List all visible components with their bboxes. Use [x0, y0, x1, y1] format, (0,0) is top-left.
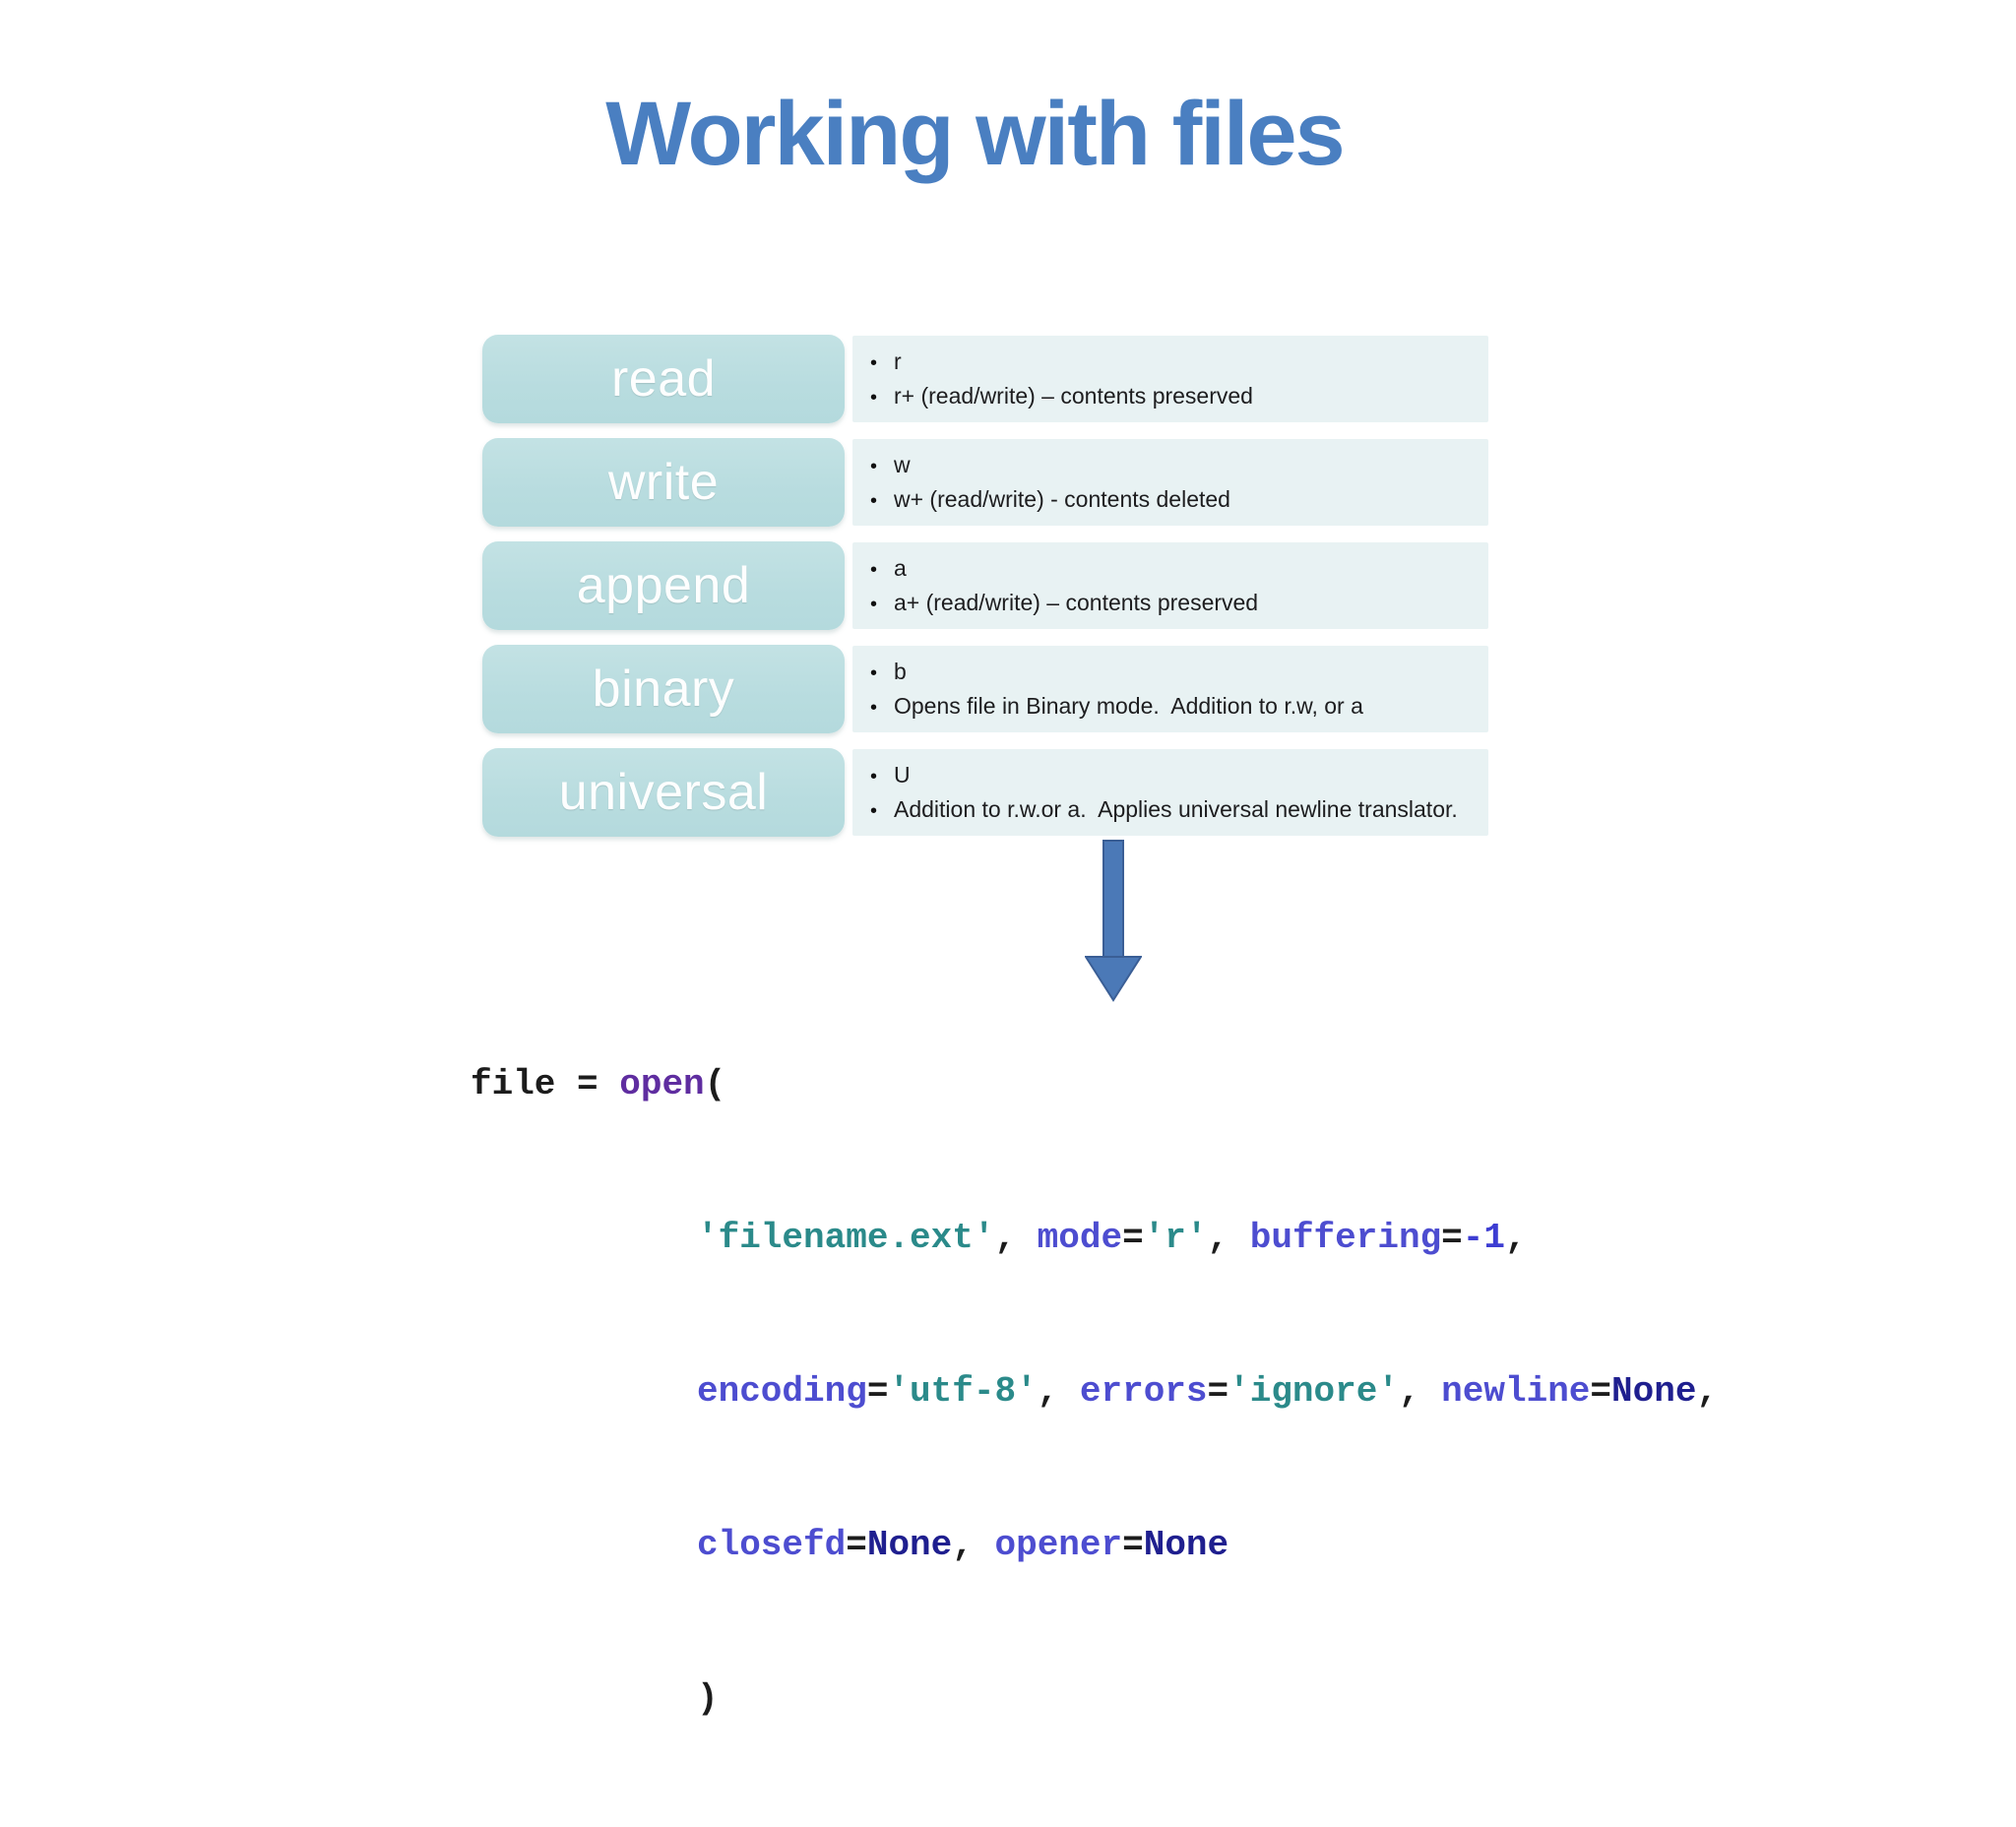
code-token-plain: =: [1441, 1218, 1463, 1258]
code-token-plain: ,: [1505, 1218, 1527, 1258]
code-token-arg: errors: [1079, 1371, 1208, 1412]
code-token-plain: ,: [952, 1525, 995, 1565]
mode-panel-universal: U Addition to r.w.or a. Applies universa…: [852, 749, 1488, 836]
code-token-num: -1: [1462, 1218, 1505, 1258]
mode-panel-binary: b Opens file in Binary mode. Addition to…: [852, 646, 1488, 732]
bullet-line: Addition to r.w.or a. Applies universal …: [870, 795, 1488, 825]
bullet-line: r+ (read/write) – contents preserved: [870, 382, 1488, 411]
mode-box-binary: binary: [482, 645, 845, 733]
mode-label: write: [607, 454, 720, 511]
code-token-plain: =: [846, 1525, 867, 1565]
bullet-line: w: [870, 451, 1488, 480]
bullet-text: w: [894, 451, 911, 477]
bullet-line: Opens file in Binary mode. Addition to r…: [870, 692, 1488, 722]
bullet-icon: [870, 451, 894, 480]
code-token-plain: ,: [1207, 1218, 1250, 1258]
bullet-text: Addition to r.w.or a. Applies universal …: [894, 795, 1458, 822]
code-block: file = open( 'filename.ext', mode='r', b…: [471, 957, 1718, 1827]
code-token-const: None: [866, 1525, 953, 1565]
bullet-line: a+ (read/write) – contents preserved: [870, 589, 1488, 618]
bullet-text: w+ (read/write) - contents deleted: [894, 485, 1230, 512]
code-line: ): [697, 1673, 1718, 1725]
code-line: file = open(: [471, 1059, 1718, 1110]
mode-box-append: append: [482, 541, 845, 630]
code-token-arg: newline: [1441, 1371, 1591, 1412]
mode-row-universal: universal U Addition to r.w.or a. Applie…: [0, 748, 2016, 837]
mode-label: append: [576, 557, 751, 614]
bullet-icon: [870, 795, 894, 825]
mode-panel-append: a a+ (read/write) – contents preserved: [852, 542, 1488, 629]
code-token-arg: encoding: [697, 1371, 867, 1412]
bullet-icon: [870, 382, 894, 411]
mode-label: binary: [592, 661, 735, 718]
code-token-arg: mode: [1037, 1218, 1123, 1258]
bullet-icon: [870, 485, 894, 515]
code-token-plain: ,: [1696, 1371, 1719, 1412]
bullet-line: a: [870, 554, 1488, 584]
code-token-plain: ,: [994, 1218, 1038, 1258]
mode-row-write: write w w+ (read/write) - contents delet…: [0, 438, 2016, 527]
bullet-text: b: [894, 658, 907, 684]
code-token-func: open: [619, 1064, 705, 1104]
mode-row-read: read r r+ (read/write) – contents preser…: [0, 335, 2016, 423]
code-token-plain: =: [1122, 1525, 1144, 1565]
bullet-line: r: [870, 347, 1488, 377]
code-token-const: None: [1143, 1525, 1229, 1565]
bullet-text: a+ (read/write) – contents preserved: [894, 589, 1259, 615]
code-line: closefd=None, opener=None: [697, 1520, 1718, 1571]
bullet-icon: [870, 554, 894, 584]
code-token-plain: =: [1590, 1371, 1612, 1412]
code-token-plain: =: [1122, 1218, 1144, 1258]
code-token-plain: (: [704, 1064, 726, 1104]
bullet-icon: [870, 347, 894, 377]
slide: Working with files read r r+ (read/write…: [0, 0, 2016, 1512]
code-token-str: 'r': [1143, 1218, 1208, 1258]
bullet-text: Opens file in Binary mode. Addition to r…: [894, 692, 1363, 719]
code-token-plain: ,: [1037, 1371, 1080, 1412]
mode-label: universal: [558, 764, 769, 821]
code-token-str: 'utf-8': [888, 1371, 1038, 1412]
mode-panel-write: w w+ (read/write) - contents deleted: [852, 439, 1488, 526]
code-token-arg: opener: [994, 1525, 1123, 1565]
code-token-plain: =: [866, 1371, 889, 1412]
code-line: encoding='utf-8', errors='ignore', newli…: [697, 1366, 1718, 1418]
code-token-str: 'filename.ext': [697, 1218, 995, 1258]
mode-row-binary: binary b Opens file in Binary mode. Addi…: [0, 645, 2016, 733]
bullet-text: U: [894, 761, 911, 788]
code-token-plain: =: [1207, 1371, 1229, 1412]
bullet-icon: [870, 589, 894, 618]
down-arrow-icon: [1085, 840, 1142, 1002]
mode-box-write: write: [482, 438, 845, 527]
bullet-icon: [870, 692, 894, 722]
code-token-arg: closefd: [697, 1525, 847, 1565]
bullet-line: U: [870, 761, 1488, 790]
bullet-line: w+ (read/write) - contents deleted: [870, 485, 1488, 515]
code-token-const: None: [1611, 1371, 1697, 1412]
slide-title: Working with files: [605, 84, 1345, 184]
bullet-icon: [870, 658, 894, 687]
bullet-line: b: [870, 658, 1488, 687]
mode-panel-read: r r+ (read/write) – contents preserved: [852, 336, 1488, 422]
mode-box-universal: universal: [482, 748, 845, 837]
mode-row-append: append a a+ (read/write) – contents pres…: [0, 541, 2016, 630]
code-token-plain: ): [697, 1678, 719, 1719]
code-token-str: 'ignore': [1228, 1371, 1399, 1412]
code-line: 'filename.ext', mode='r', buffering=-1,: [697, 1213, 1718, 1264]
bullet-text: a: [894, 554, 907, 581]
mode-box-read: read: [482, 335, 845, 423]
mode-label: read: [610, 350, 717, 408]
bullet-text: r: [894, 347, 902, 374]
code-token-plain: ,: [1398, 1371, 1442, 1412]
code-token-arg: buffering: [1249, 1218, 1442, 1258]
bullet-text: r+ (read/write) – contents preserved: [894, 382, 1253, 409]
code-token-plain: file =: [471, 1064, 620, 1104]
bullet-icon: [870, 761, 894, 790]
